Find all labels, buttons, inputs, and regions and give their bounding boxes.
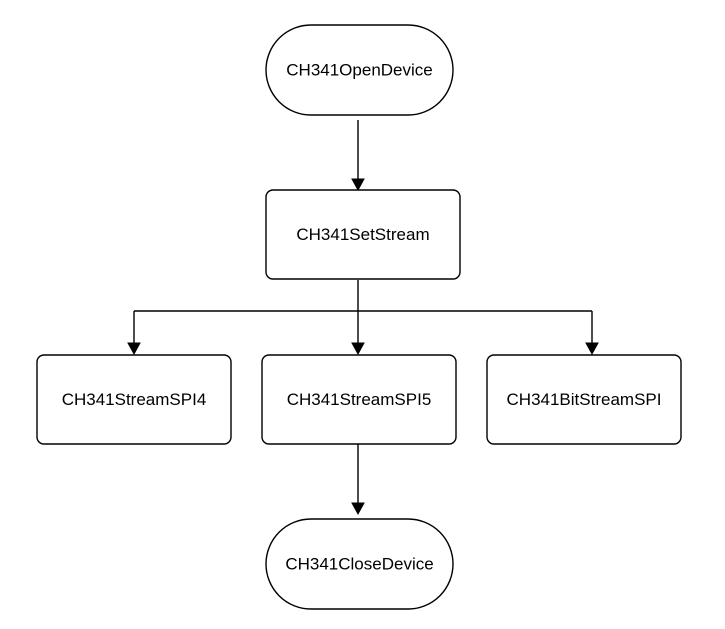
process-shape <box>265 189 461 280</box>
arrowhead-streamspi4 <box>127 342 141 356</box>
process-shape <box>261 354 457 445</box>
process-shape <box>36 354 232 445</box>
node-set-stream: CH341SetStream <box>265 189 461 280</box>
node-open-device: CH341OpenDevice <box>265 24 454 116</box>
arrowhead-bitstreamspi <box>585 342 599 356</box>
node-label: CH341StreamSPI5 <box>287 390 432 409</box>
node-bit-stream-spi: CH341BitStreamSPI <box>486 354 682 445</box>
node-stream-spi5: CH341StreamSPI5 <box>261 354 457 445</box>
process-shape <box>486 354 682 445</box>
arrowhead-streamspi5 <box>351 342 365 356</box>
node-label: CH341SetStream <box>296 225 429 244</box>
node-close-device: CH341CloseDevice <box>265 518 454 610</box>
edges <box>127 120 599 516</box>
terminator-shape <box>265 518 454 610</box>
node-label: CH341OpenDevice <box>286 61 432 80</box>
node-label: CH341CloseDevice <box>285 555 433 574</box>
terminator-shape <box>265 24 454 116</box>
arrowhead-closedevice <box>351 502 365 516</box>
arrowhead-setstream <box>351 178 365 192</box>
node-stream-spi4: CH341StreamSPI4 <box>36 354 232 445</box>
node-label: CH341StreamSPI4 <box>62 390 207 409</box>
node-label: CH341BitStreamSPI <box>507 390 662 409</box>
